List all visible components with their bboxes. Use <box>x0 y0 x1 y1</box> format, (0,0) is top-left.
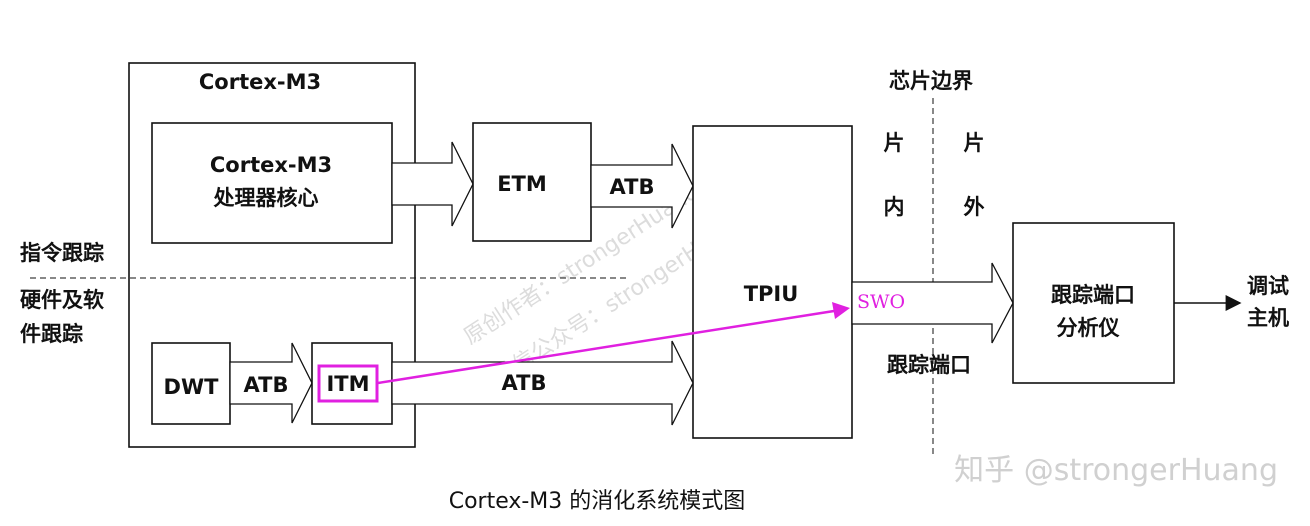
etm-to-tpiu-arrow <box>590 143 694 229</box>
etm-block <box>472 122 592 242</box>
instruction-trace-label: 指令跟踪 <box>20 241 104 265</box>
dwt-atb-label: ATB <box>244 373 289 397</box>
hw-sw-trace-line1: 硬件及软 <box>20 288 104 312</box>
core-title-line1: Cortex-M3 <box>210 153 332 177</box>
processor-core-block <box>151 122 393 244</box>
watermark-brand: 知乎 @strongerHuang <box>954 453 1278 488</box>
analyzer-label-line1: 跟踪端口 <box>1051 283 1135 307</box>
etm-atb-label: ATB <box>610 175 655 199</box>
trace-port-label: 跟踪端口 <box>887 353 971 377</box>
debug-host-line1: 调试 <box>1247 274 1289 298</box>
dwt-label: DWT <box>164 375 220 399</box>
trace-port-analyzer-block <box>1012 222 1175 384</box>
chip-boundary-title: 芯片边界 <box>889 69 973 93</box>
debug-host-line2: 主机 <box>1247 306 1289 330</box>
tpiu-to-analyzer-arrow <box>851 262 1014 344</box>
itm-atb-label: ATB <box>502 371 547 395</box>
itm-to-swo-callout-arrow <box>377 309 835 385</box>
etm-label: ETM <box>497 172 547 196</box>
tpiu-label: TPIU <box>744 282 799 306</box>
chip-inside-char-1: 片 <box>884 131 905 155</box>
tpiu-block <box>692 125 853 439</box>
itm-to-swo-callout-arrowhead <box>832 302 850 319</box>
diagram-caption: Cortex-M3 的消化系统模式图 <box>449 489 746 514</box>
hw-sw-trace-line2: 件跟踪 <box>20 322 83 346</box>
analyzer-label-line2: 分析仪 <box>1057 316 1121 340</box>
core-to-etm-arrow <box>391 141 474 227</box>
swo-label: SWO <box>857 291 905 313</box>
itm-highlight-frame <box>317 364 379 403</box>
chip-outside-char-2: 外 <box>964 195 985 219</box>
dwt-to-itm-arrow <box>229 342 313 424</box>
chip-inside-char-2: 内 <box>884 195 905 219</box>
itm-label: ITM <box>326 372 369 396</box>
cortex-m3-outer-title: Cortex-M3 <box>199 70 321 94</box>
core-title-line2: 处理器核心 <box>213 186 319 210</box>
chip-outside-char-1: 片 <box>964 131 985 155</box>
itm-to-tpiu-arrow <box>391 340 694 426</box>
